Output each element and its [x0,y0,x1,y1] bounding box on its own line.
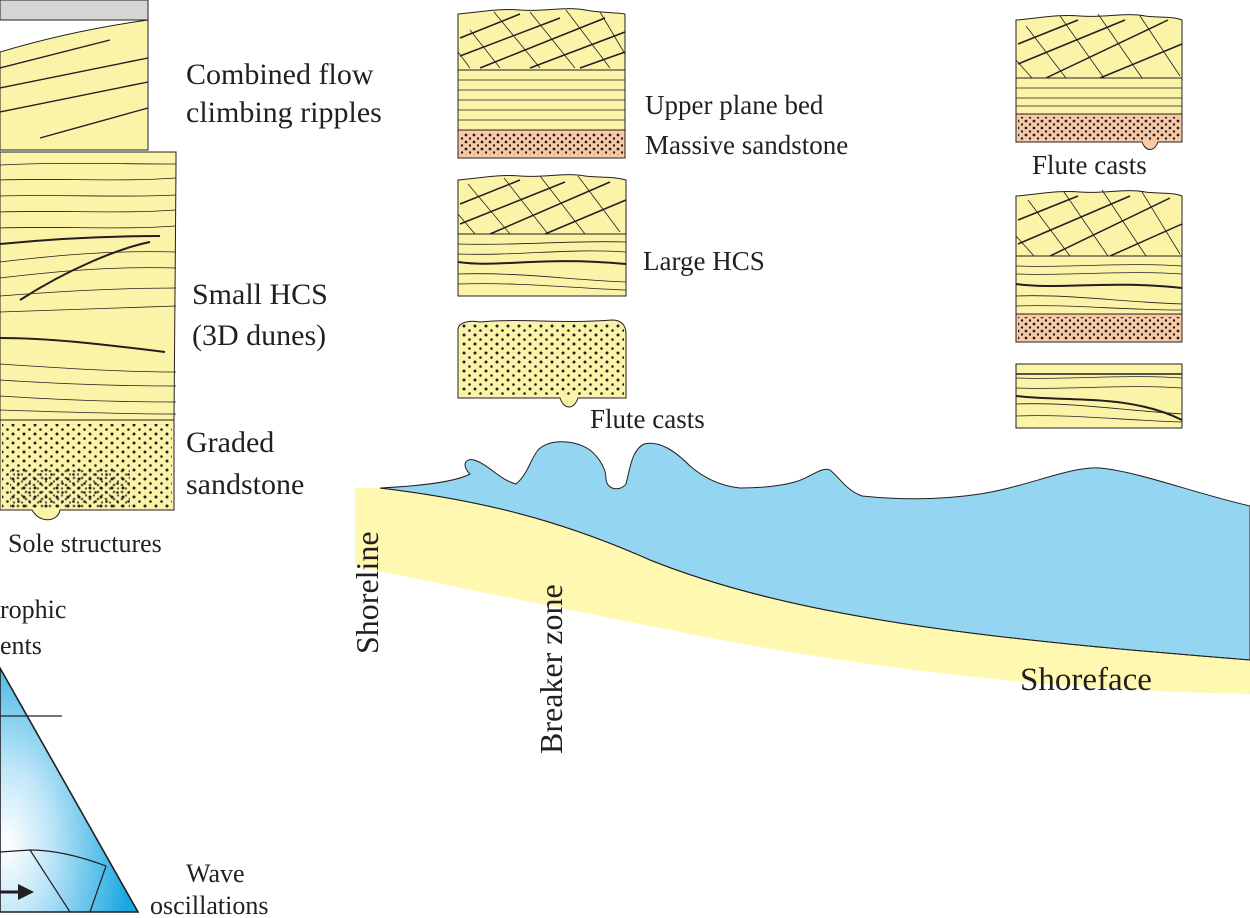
log-right-3 [1015,363,1183,429]
left-section-log [0,0,177,521]
graded-sandstone-label-line1: Graded [186,426,274,459]
flute-casts-mid-label: Flute casts [590,404,705,434]
ripple-unit [0,19,149,151]
ternary-triangle [0,666,140,913]
log-right-2 [1015,189,1183,343]
large-hcs-label: Large HCS [643,246,765,276]
ripple-laminae [0,39,149,139]
ternary-diagram [0,666,140,913]
flute-casts-right-label: Flute casts [1032,150,1147,180]
breaker-zone-label: Breaker zone [533,584,569,754]
geostrophic-label-line2: ents [0,631,42,660]
sand-wedge [355,488,1250,694]
small-hcs-label-line1: Small HCS [192,278,328,311]
hcs-bounding-surfaces [0,235,166,353]
graded-sandstone-label-line2: sandstone [186,468,304,501]
left-labels: Combined flow climbing ripples Small HCS… [0,58,382,918]
shoreface-profile [355,441,1250,694]
hcs-laminae [0,162,177,415]
shoreface-label: Shoreface [1020,662,1152,698]
log-right-1 [1015,13,1183,150]
massive-sandstone-label: Massive sandstone [645,130,848,160]
hcs-unit [0,151,177,421]
log-upper-plane-bed [457,8,626,159]
ternary-arrowhead [18,884,34,900]
log-flute-casts-mid [457,319,627,408]
shoreline-label: Shoreline [349,531,385,654]
combined-flow-label-line1: Combined flow [186,58,374,91]
grey-cap [0,0,149,21]
sole-structures-label: Sole structures [8,529,162,558]
wave-label-line1: Wave [186,859,245,888]
geostrophic-label-line1: rophic [0,595,66,624]
upper-plane-bed-label: Upper plane bed [645,90,824,120]
log-large-hcs [457,174,627,297]
small-hcs-label-line2: (3D dunes) [192,319,326,352]
combined-flow-label-line2: climbing ripples [186,96,382,129]
wave-label-line2: oscillations [150,891,268,918]
